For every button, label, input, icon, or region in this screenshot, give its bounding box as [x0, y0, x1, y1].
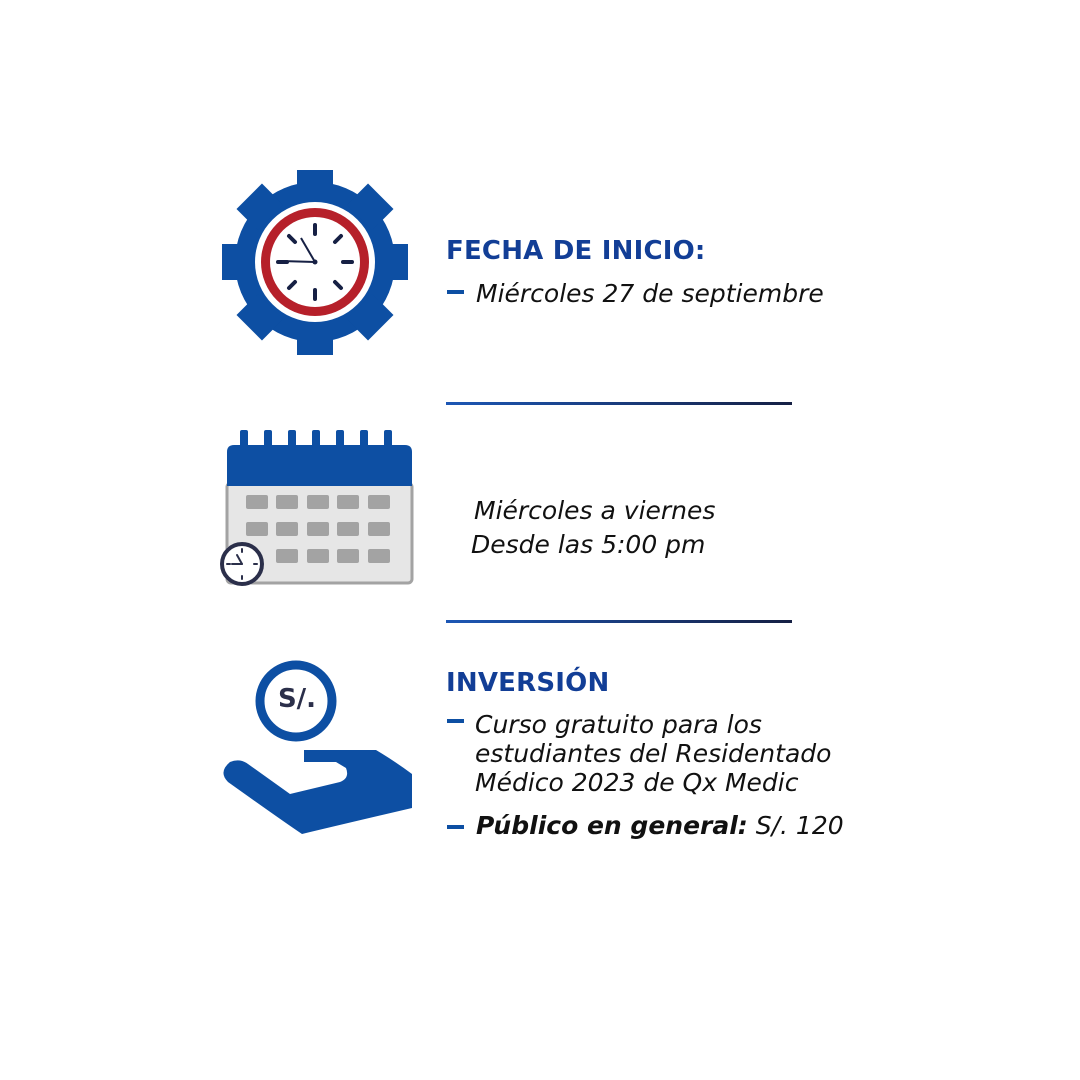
start-date-bullet — [447, 290, 464, 294]
public-price-bullet — [447, 825, 464, 829]
start-date-value: Miércoles 27 de septiembre — [476, 279, 824, 308]
coin-label: S/. — [277, 684, 317, 714]
public-price-value: S/. 120 — [755, 811, 844, 840]
free-course-line-1: Curso gratuito para los — [475, 710, 762, 739]
schedule-time: Desde las 5:00 pm — [471, 530, 706, 559]
start-date-heading: FECHA DE INICIO: — [446, 236, 706, 266]
schedule-days: Miércoles a viernes — [474, 496, 716, 525]
public-price-line: Público en general: S/. 120 — [476, 811, 844, 840]
free-course-bullet — [447, 719, 464, 723]
investment-heading: INVERSIÓN — [446, 668, 610, 698]
section-divider-1 — [446, 402, 792, 405]
free-course-line-3: Médico 2023 de Qx Medic — [475, 768, 799, 797]
public-price-label: Público en general: — [476, 811, 748, 840]
free-course-line-2: estudiantes del Residentado — [475, 739, 832, 768]
gear-clock-icon — [222, 170, 408, 355]
calendar-clock-icon — [220, 430, 414, 586]
section-divider-2 — [446, 620, 792, 623]
hand-coin-icon — [223, 660, 412, 834]
